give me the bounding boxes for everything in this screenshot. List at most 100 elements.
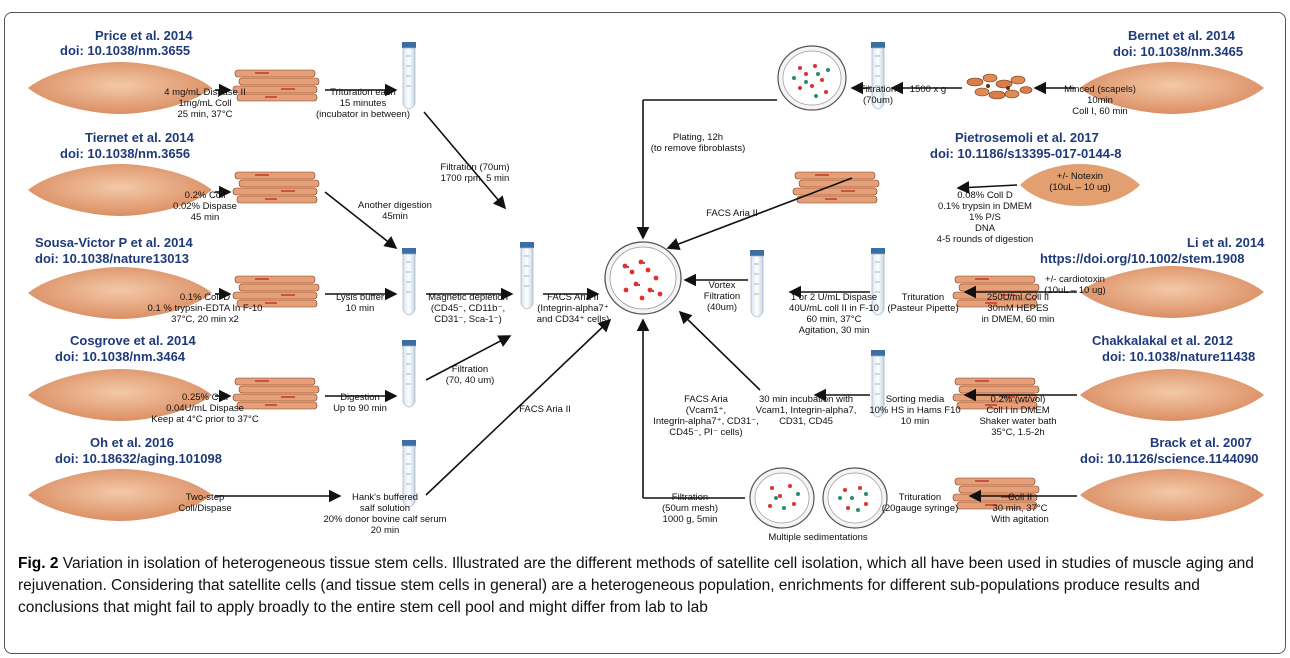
step-pietro-notexin: +/- Notexin(10uL – 10 ug) [1049, 171, 1110, 193]
step-bernet-minced-line: 10min [1087, 95, 1113, 106]
step-cosgrove-filtration-line: Filtration [452, 364, 488, 375]
step-chakka-facs-line: (Vcam1⁺, [686, 405, 726, 416]
step-bernet-minced-line: Minced (scapels) [1064, 84, 1136, 95]
step-oh-digest-line: Coll/Dispase [178, 503, 231, 514]
muscle-sousa [28, 267, 212, 319]
step-price-trituration-line: (incubator in between) [316, 109, 410, 120]
figure-frame [4, 12, 1286, 654]
step-price-digest-line: 25 min, 37°C [177, 109, 232, 120]
step-chakka-sorting-line: 10 min [901, 416, 930, 427]
step-sousa-digest-line: 0.1% Coll D [180, 292, 230, 303]
step-oh-digest-line: Two-step [186, 492, 225, 503]
ref-title-price: Price et al. 2014 [95, 28, 193, 43]
step-sousa-facs-line: FACS Aria II [547, 292, 599, 303]
step-chakka-incubation-line: Vcam1, Integrin-alpha7, [756, 405, 857, 416]
step-pietro-digest-line: 4-5 rounds of digestion [937, 234, 1034, 245]
step-pietro-digest-line: 1% P/S [969, 212, 1001, 223]
step-cosgrove-filtration-line: (70, 40 um) [446, 375, 495, 386]
step-chakka-incubation-line: 30 min incubation with [759, 394, 853, 405]
muscle-tiernet [28, 164, 212, 216]
step-li-cardiotoxin-line: (10uL – 10 ug) [1044, 285, 1105, 296]
caption-text: Variation in isolation of heterogeneous … [18, 555, 1254, 616]
fiber-bundle-price [232, 69, 320, 102]
ref-doi-tiernet: doi: 10.1038/nm.3656 [60, 146, 190, 161]
step-cosgrove-filtration: Filtration(70, 40 um) [446, 364, 495, 386]
muscle-li [1080, 266, 1264, 318]
ref-title-chakka: Chakkalakal et al. 2012 [1092, 333, 1233, 348]
step-oh-facs: FACS Aria II [519, 404, 571, 415]
step-bernet-centrifuge: 1500 x g [910, 84, 946, 95]
ref-title-oh: Oh et al. 2016 [90, 435, 174, 450]
ref-title-pietro: Pietrosemoli et al. 2017 [955, 130, 1099, 145]
step-bernet-filtration-line: Filtration [860, 84, 896, 95]
step-sousa-magnetic: Magnetic depletion(CD45⁻, CD11b⁻,CD31⁻, … [428, 292, 508, 325]
step-price-digest-line: 1mg/mL Coll [179, 98, 232, 109]
step-li-digest-line: in DMEM, 60 min [982, 314, 1055, 325]
step-sousa-lysis-line: Lysis buffer [336, 292, 384, 303]
step-bernet-plating-line: Plating, 12h [673, 132, 723, 143]
step-tiernet-digest-line: 0.02% Dispase [173, 201, 237, 212]
step-chakka-digest-line: 0.2% (wt/vol) [991, 394, 1046, 405]
fiber-bundle-tiernet [232, 171, 320, 204]
step-pietro-digest-line: 0.1% trypsin in DMEM [938, 201, 1032, 212]
ref-doi-oh: doi: 10.18632/aging.101098 [55, 451, 222, 466]
tube-li-vortex [749, 249, 765, 318]
muscle-oh [28, 469, 212, 521]
step-li-trituration-line: (Pasteur Pipette) [887, 303, 958, 314]
step-li-dispase-line: 60 min, 37°C [806, 314, 861, 325]
step-price-trituration-line: 15 minutes [340, 98, 387, 109]
step-brack-filtration-line: Filtration [672, 492, 708, 503]
step-brack-filtration-line: (50um mesh) [662, 503, 718, 514]
step-li-dispase-line: 1 or 2 U/mL Dispase [791, 292, 877, 303]
step-sousa-digest-line: 37°C, 20 min x2 [171, 314, 239, 325]
muscle-bernet [1080, 62, 1264, 114]
step-cosgrove-digest-line: Keep at 4°C prior to 37°C [151, 414, 259, 425]
tube-cosgrove [401, 339, 417, 408]
figure-caption: Fig. 2 Variation in isolation of heterog… [18, 553, 1280, 619]
step-sousa-magnetic-line: CD31⁻, Sca-1⁻) [434, 314, 502, 325]
step-brack-filtration-line: 1000 g, 5min [663, 514, 718, 525]
step-chakka-digest-line: Shaker water bath [979, 416, 1056, 427]
step-li-cardiotoxin-line: +/- cardiotoxin [1045, 274, 1105, 285]
step-sousa-facs-line: and CD34⁺ cells) [537, 314, 610, 325]
step-price-filtration-line: 1700 rpm, 5 min [441, 173, 510, 184]
step-bernet-centrifuge-line: 1500 x g [910, 84, 946, 95]
caption-label: Fig. 2 [18, 555, 59, 572]
ref-doi-cosgrove: doi: 10.1038/nm.3464 [55, 349, 186, 364]
ref-doi-brack: doi: 10.1126/science.1144090 [1080, 451, 1259, 466]
step-tiernet-another-digestion-line: Another digestion [358, 200, 432, 211]
step-chakka-digest-line: 35°C, 1.5-2h [991, 427, 1044, 438]
step-price-filtration: Filtration (70um)1700 rpm, 5 min [440, 162, 509, 184]
petri-dish-bernet [777, 45, 847, 111]
step-tiernet-digest-line: 45 min [191, 212, 220, 223]
step-sousa-facs-line: (Integrin-alpha7⁺ [537, 303, 609, 314]
isolation-diagram: Price et al. 2014 doi: 10.1038/nm.3655 T… [28, 28, 1265, 543]
muscle-brack [1080, 469, 1264, 521]
step-li-digest-line: 250U/ml Coll II [987, 292, 1049, 303]
step-chakka-facs: FACS Aria(Vcam1⁺,Integrin-alpha7⁺, CD31⁻… [653, 394, 759, 438]
step-li-dispase-line: Agitation, 30 min [799, 325, 870, 336]
step-price-digest-line: 4 mg/mL Dispase II [164, 87, 245, 98]
step-pietro-facs: FACS Aria II [706, 208, 758, 219]
step-chakka-sorting-line: 10% HS in Hams F10 [869, 405, 960, 416]
step-oh-hanks-line: Hank's buffered [352, 492, 418, 503]
muscle-cosgrove [28, 369, 212, 421]
step-brack-sedimentations-line: Multiple sedimentations [768, 532, 868, 543]
step-li-vortex-line: (40um) [707, 302, 737, 313]
minced-tissue-bernet [966, 73, 1033, 100]
step-brack-trituration-line: Trituration [899, 492, 941, 503]
step-li-digest-line: 30mM HEPES [987, 303, 1048, 314]
step-chakka-incubation-line: CD31, CD45 [779, 416, 833, 427]
ref-title-cosgrove: Cosgrove et al. 2014 [70, 333, 196, 348]
ref-doi-bernet: doi: 10.1038/nm.3465 [1113, 44, 1243, 59]
ref-title-sousa: Sousa-Victor P et al. 2014 [35, 235, 194, 250]
